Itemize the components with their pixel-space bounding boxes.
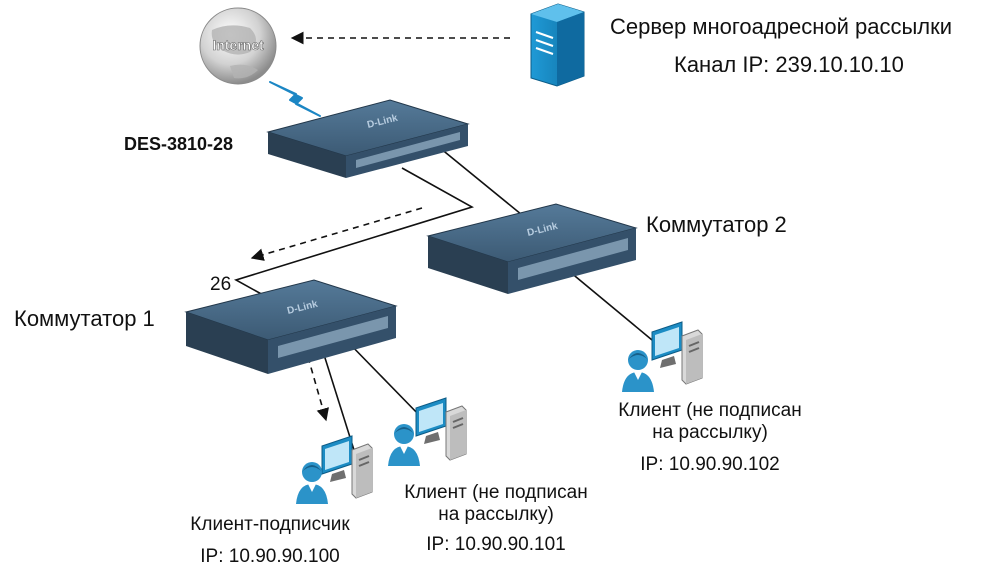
switch1-icon: D-Link — [184, 279, 398, 374]
multicast-server-icon — [530, 3, 585, 87]
arrow-switch1-to-subscriber — [307, 356, 329, 422]
client3-line1: Клиент (не подписан — [618, 400, 802, 421]
client3-line2: на рассылку) — [652, 422, 768, 443]
client2-ip: IP: 10.90.90.101 — [426, 534, 566, 555]
switch1-port-number: 26 — [210, 274, 232, 295]
client2-caption: Клиент (не подписан на рассылку) IP: 10.… — [396, 482, 596, 556]
client3-computer-icon — [651, 321, 703, 385]
internet-globe-icon: Internet — [199, 7, 277, 85]
client2-line1: Клиент (не подписан — [404, 482, 588, 503]
client3-caption: Клиент (не подписан на рассылку) IP: 10.… — [610, 400, 810, 476]
subscriber-computer-icon — [321, 435, 373, 499]
client2-line2: на рассылку) — [438, 504, 554, 525]
subscriber-line1: Клиент-подписчик — [190, 514, 350, 535]
core-switch-icon: D-Link — [266, 99, 470, 178]
link-switch1-to-client2 — [343, 337, 423, 419]
internet-label: Internet — [212, 37, 264, 53]
client2-person-icon — [388, 424, 420, 466]
switch2-label: Коммутатор 2 — [646, 212, 787, 237]
server-channel: Канал IP: 239.10.10.10 — [674, 52, 904, 77]
multicast-flow-arrows — [250, 31, 510, 422]
client3-person-icon — [622, 350, 654, 392]
link-core-to-switch2 — [439, 147, 528, 220]
switch1-label: Коммутатор 1 — [14, 306, 155, 331]
switch2-icon: D-Link — [426, 203, 638, 294]
server-title: Сервер многоадресной рассылки — [610, 14, 953, 39]
client3-ip: IP: 10.90.90.102 — [640, 454, 780, 475]
link-switch1-to-subscriber — [319, 341, 355, 451]
lightning-icon — [269, 81, 321, 117]
subscriber-ip: IP: 10.90.90.100 — [200, 546, 340, 567]
core-switch-label: DES-3810-28 — [124, 134, 234, 154]
arrow-core-to-switch1 — [250, 207, 423, 261]
client2-computer-icon — [415, 397, 467, 461]
link-core-to-switch1 — [233, 167, 475, 297]
subscriber-caption: Клиент-подписчик IP: 10.90.90.100 — [170, 514, 370, 568]
